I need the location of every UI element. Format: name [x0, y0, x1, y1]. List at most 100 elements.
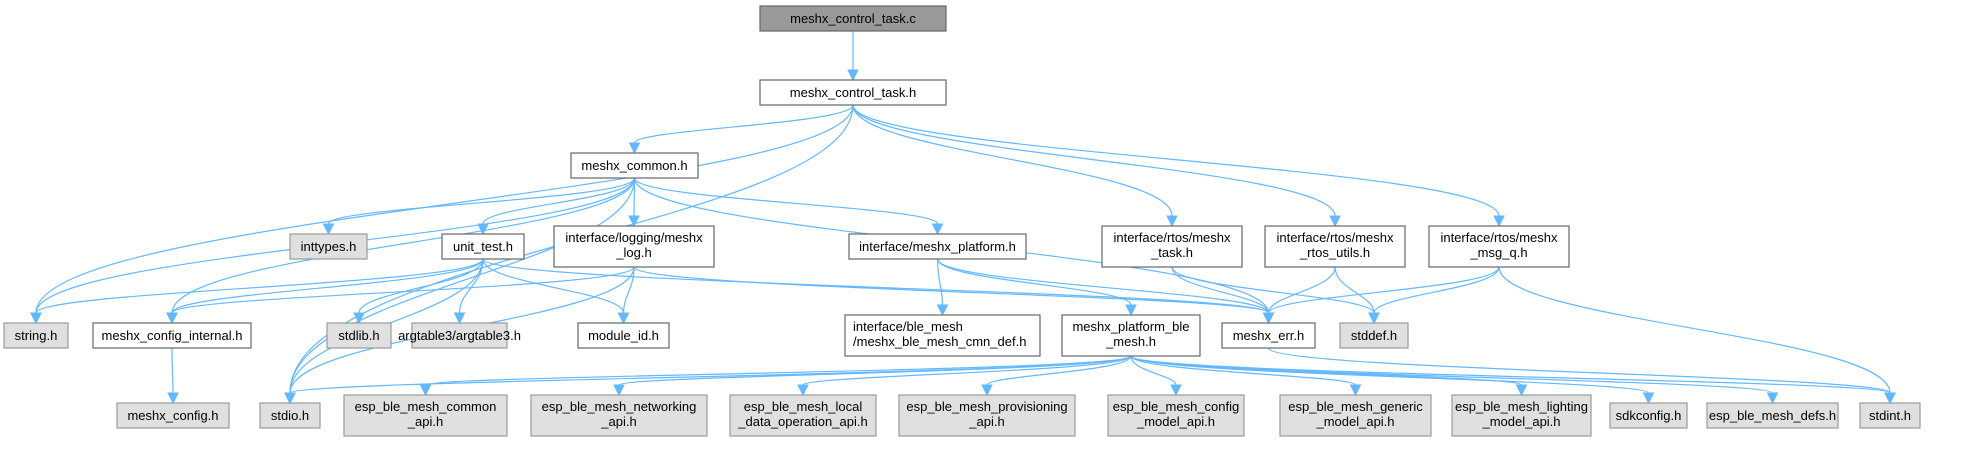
node-stdio-h[interactable]: stdio.h — [259, 402, 321, 429]
node-platform-h[interactable]: interface/meshx_platform.h — [848, 233, 1027, 260]
node-box — [848, 233, 1027, 260]
edge-arrowhead-icon — [167, 392, 179, 405]
edges-layer — [30, 31, 1896, 405]
node-rtos-utils-h[interactable]: interface/rtos/meshx_rtos_utils.h — [1264, 225, 1406, 268]
node-unit-test-h[interactable]: unit_test.h — [441, 233, 525, 260]
node-label: _log.h — [615, 245, 651, 260]
edge-line — [171, 347, 174, 394]
node-box — [1107, 394, 1245, 437]
node-sdkconfig-h[interactable]: sdkconfig.h — [1609, 402, 1688, 429]
node-label: esp_ble_mesh_common — [355, 399, 497, 414]
edge-line — [35, 258, 484, 314]
edge-line — [936, 258, 944, 306]
node-label: meshx_common.h — [581, 158, 687, 173]
edge-platform_ble_mesh_h-to-config_model_h — [1130, 355, 1182, 397]
edge-common_h-to-stdio_h — [284, 177, 636, 405]
node-log-h[interactable]: interface/logging/meshx_log.h — [553, 225, 715, 268]
edge-arrowhead-icon — [628, 215, 640, 228]
edge-control_task_h-to-rtos_task_h — [852, 104, 1178, 228]
node-string-h[interactable]: string.h — [3, 322, 69, 349]
edge-arrowhead-icon — [30, 312, 42, 325]
node-stdint-h[interactable]: stdint.h — [1859, 402, 1921, 429]
node-common-api-h[interactable]: esp_ble_mesh_common_api.h — [343, 394, 508, 437]
node-defs-h[interactable]: esp_ble_mesh_defs.h — [1706, 402, 1839, 429]
edge-arrowhead-icon — [1884, 392, 1896, 405]
edge-line — [1171, 266, 1270, 314]
edge-unit_test_h-to-err_h — [482, 258, 1275, 325]
node-inttypes-h[interactable]: inttypes.h — [289, 233, 368, 260]
edge-arrowhead-icon — [1766, 392, 1779, 405]
node-box — [759, 79, 947, 106]
node-label: stdio.h — [271, 408, 309, 423]
node-label: _data_operation_api.h — [737, 414, 867, 429]
edge-line — [358, 258, 484, 314]
node-label: interface/rtos/meshx — [1276, 230, 1394, 245]
node-msg-q-h[interactable]: interface/rtos/meshx_msg_q.h — [1428, 225, 1570, 268]
node-config-h[interactable]: meshx_config.h — [116, 402, 230, 429]
edge-line — [1130, 355, 1774, 394]
edge-line — [852, 104, 1336, 217]
node-stddef-h[interactable]: stddef.h — [1339, 322, 1409, 349]
edge-line — [1334, 266, 1375, 314]
node-box — [1859, 402, 1921, 429]
node-label: interface/meshx_platform.h — [859, 239, 1016, 254]
edge-arrowhead-icon — [1515, 384, 1528, 397]
node-label: _task.h — [1150, 245, 1193, 260]
node-generic-model-h[interactable]: esp_ble_mesh_generic_model_api.h — [1279, 394, 1432, 437]
node-stdlib-h[interactable]: stdlib.h — [326, 322, 392, 349]
edge-arrowhead-icon — [1493, 215, 1505, 228]
edge-platform_ble_mesh_h-to-generic_model_h — [1130, 355, 1362, 397]
node-label: interface/logging/meshx — [565, 230, 703, 245]
node-config-model-h[interactable]: esp_ble_mesh_config_model_api.h — [1107, 394, 1245, 437]
node-rtos-task-h[interactable]: interface/rtos/meshx_task.h — [1101, 225, 1243, 268]
node-argtable3-h[interactable]: argtable3/argtable3.h — [398, 322, 521, 349]
edge-line — [1130, 355, 1357, 386]
edge-arrowhead-icon — [1166, 215, 1178, 228]
node-box — [1061, 314, 1201, 357]
node-label: esp_ble_mesh_defs.h — [1709, 408, 1836, 423]
edge-arrowhead-icon — [419, 384, 432, 397]
node-cmn-def-h[interactable]: interface/ble_mesh/meshx_ble_mesh_cmn_de… — [844, 314, 1041, 357]
node-control-task-h[interactable]: meshx_control_task.h — [759, 79, 947, 106]
node-box — [1451, 394, 1592, 437]
node-err-h[interactable]: meshx_err.h — [1221, 322, 1316, 349]
edge-line — [802, 355, 1132, 386]
node-config-internal-h[interactable]: meshx_config_internal.h — [92, 322, 252, 349]
edge-log_h-to-config_internal_h — [166, 266, 635, 325]
edge-platform_h-to-platform_ble_mesh_h — [936, 258, 1137, 317]
edge-line — [1130, 355, 1891, 394]
node-box — [1101, 225, 1243, 268]
edge-arrowhead-icon — [797, 384, 809, 397]
node-root[interactable]: meshx_control_task.c — [759, 5, 947, 32]
node-label: esp_ble_mesh_local — [744, 399, 863, 414]
edge-msg_q_h-to-stdint_h — [1498, 266, 1896, 405]
node-common-h[interactable]: meshx_common.h — [570, 152, 699, 179]
node-label: stdlib.h — [338, 328, 379, 343]
nodes-layer: meshx_control_task.c meshx_control_task.h… — [3, 5, 1921, 437]
node-local-data-h[interactable]: esp_ble_mesh_local_data_operation_api.h — [729, 394, 877, 437]
edge-line — [622, 266, 635, 314]
node-module-id-h[interactable]: module_id.h — [577, 322, 670, 349]
edge-common_h-to-platform_h — [633, 177, 944, 236]
node-platform-ble-mesh-h[interactable]: meshx_platform_ble_mesh.h — [1061, 314, 1201, 357]
edge-arrowhead-icon — [322, 223, 335, 236]
node-label: _api.h — [968, 414, 1004, 429]
node-box — [1221, 322, 1316, 349]
node-box — [326, 322, 392, 349]
edge-line — [482, 258, 625, 314]
node-label: esp_ble_mesh_config — [1113, 399, 1239, 414]
edge-platform_ble_mesh_h-to-common_api_h — [419, 355, 1132, 397]
node-label: meshx_config_internal.h — [102, 328, 243, 343]
edge-platform_ble_mesh_h-to-networking_api_h — [613, 355, 1132, 397]
node-provisioning-api-h[interactable]: esp_ble_mesh_provisioning_api.h — [898, 394, 1076, 437]
edge-control_task_h-to-rtos_utils_h — [852, 104, 1341, 228]
node-box — [1264, 225, 1406, 268]
node-box — [570, 152, 699, 179]
node-lighting-model-h[interactable]: esp_ble_mesh_lighting_model_api.h — [1451, 394, 1592, 437]
edge-line — [618, 355, 1132, 386]
node-networking-api-h[interactable]: esp_ble_mesh_networking_api.h — [530, 394, 708, 437]
node-label: meshx_control_task.h — [790, 85, 916, 100]
node-box — [1609, 402, 1688, 429]
edge-platform_h-to-cmn_def_h — [936, 258, 949, 317]
